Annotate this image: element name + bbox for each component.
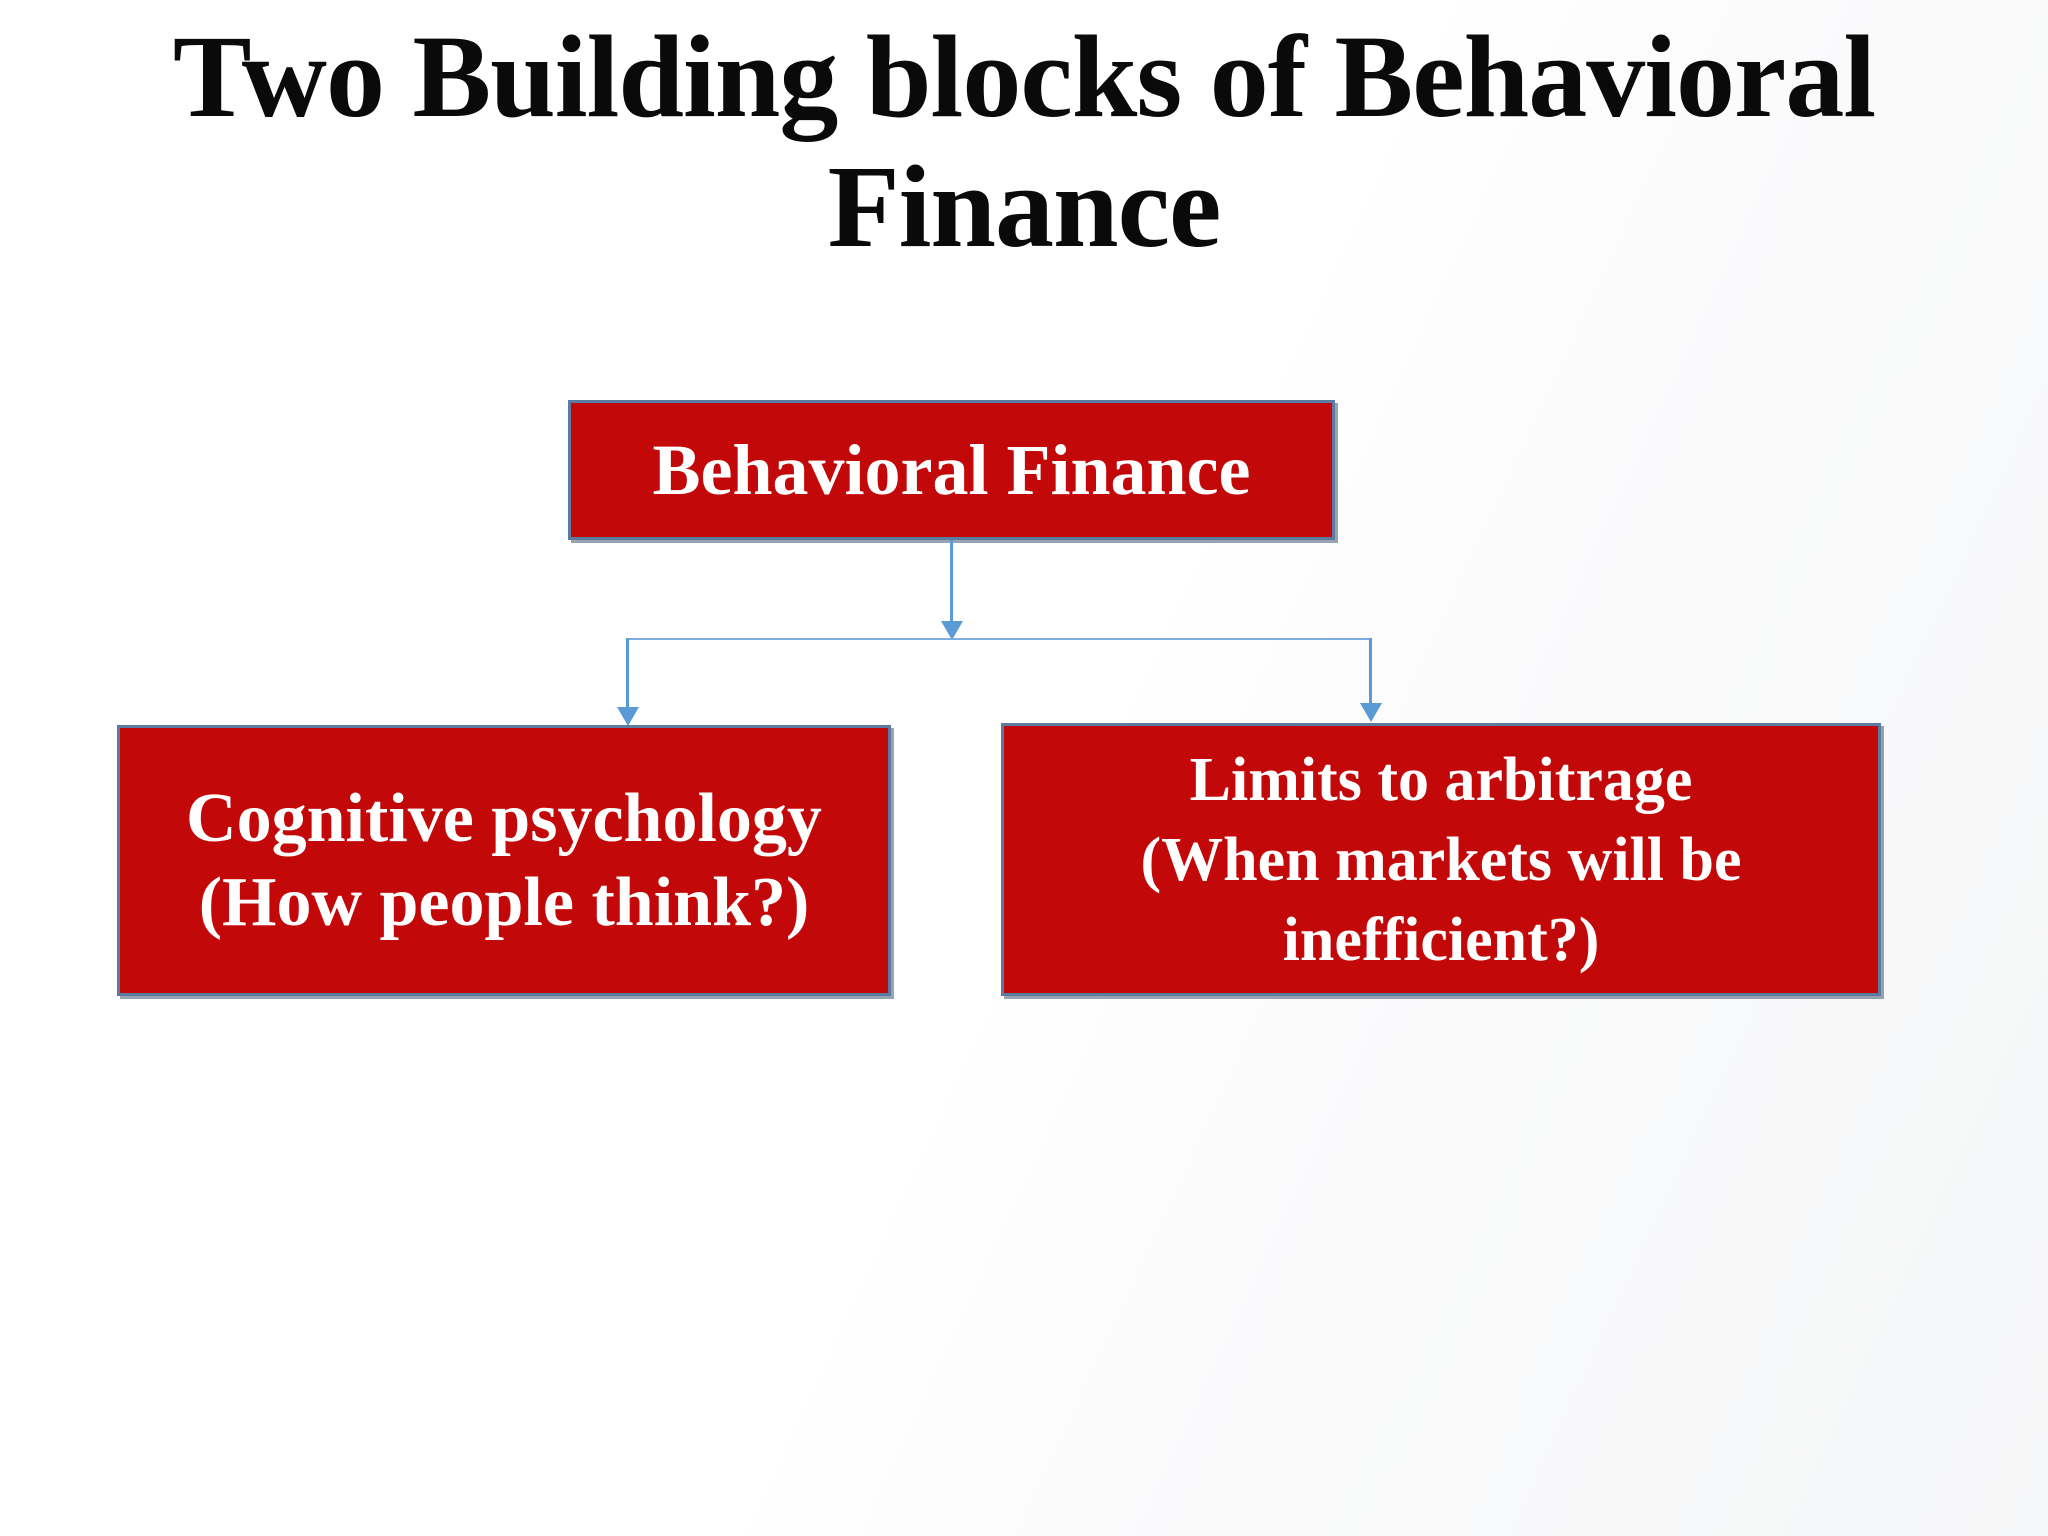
title-line-2: Finance [827,141,1222,272]
behavioral-finance-label: Behavioral Finance [652,430,1251,510]
connector-vertical-top [950,540,953,622]
cognitive-psychology-line-1: Cognitive psychology [186,779,822,857]
connector-horizontal [627,638,1372,640]
limits-to-arbitrage-line-2: (When markets will be [1140,825,1742,894]
arrow-down-icon [941,621,963,640]
cognitive-psychology-box: Cognitive psychology (How people think?) [117,725,891,996]
limits-to-arbitrage-line-1: Limits to arbitrage [1189,745,1693,814]
slide-title: Two Building blocks of Behavioral Financ… [0,12,2048,272]
title-line-1: Two Building blocks of Behavioral [172,11,1876,142]
arrow-down-right-icon [1360,703,1382,722]
behavioral-finance-box: Behavioral Finance [568,400,1335,540]
connector-vertical-right [1369,638,1372,704]
limits-to-arbitrage-line-3: inefficient?) [1282,905,1600,974]
cognitive-psychology-line-2: (How people think?) [198,863,810,941]
limits-to-arbitrage-box: Limits to arbitrage (When markets will b… [1001,723,1881,996]
arrow-down-left-icon [617,707,639,726]
connector-vertical-left [626,638,629,708]
